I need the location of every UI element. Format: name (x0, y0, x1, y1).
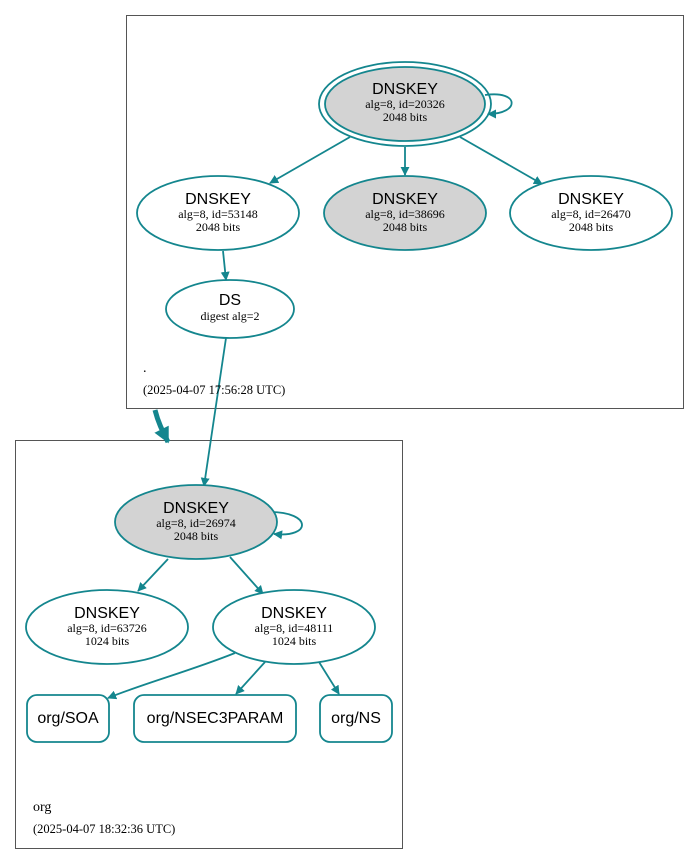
node-alg-id: alg=8, id=26974 (156, 516, 236, 530)
node-digest-alg: digest alg=2 (200, 309, 259, 323)
root-zone-name: . (143, 361, 147, 376)
edge-zsk-53148-to-ds (220, 250, 230, 281)
edge-root-ksk-to-zsk-26470 (459, 136, 543, 185)
edge-root-ksk-to-zsk-53148 (269, 136, 351, 184)
node-title: DNSKEY (558, 191, 624, 208)
org-ksk-self-sign-edge (269, 511, 303, 540)
node-alg-id: alg=8, id=26470 (551, 207, 631, 221)
edge-ds-to-org-ksk (200, 337, 227, 487)
node-title: DNSKEY (372, 81, 438, 98)
zone-delegation-edge (152, 409, 171, 444)
node-org-ksk-26974[interactable]: DNSKEY alg=8, id=26974 2048 bits (114, 484, 278, 560)
node-org-zsk-48111[interactable]: DNSKEY alg=8, id=48111 1024 bits (212, 589, 376, 665)
node-org-ds[interactable]: DS digest alg=2 (165, 279, 295, 339)
node-root-zsk-53148[interactable]: DNSKEY alg=8, id=53148 2048 bits (136, 175, 300, 251)
node-root-ksk-20326[interactable]: DNSKEY alg=8, id=20326 2048 bits (318, 61, 492, 147)
node-title: DNSKEY (372, 191, 438, 208)
org-zone-timestamp: (2025-04-07 18:32:36 UTC) (33, 822, 175, 836)
node-alg-id: alg=8, id=63726 (67, 621, 147, 635)
node-key-size: 2048 bits (383, 110, 428, 124)
org-zone-name: org (33, 800, 51, 815)
node-key-size: 1024 bits (272, 634, 317, 648)
node-org-ns[interactable]: org/NS (319, 694, 393, 743)
node-key-size: 2048 bits (196, 220, 241, 234)
edge-zsk-48111-to-nsec3param (235, 661, 266, 695)
node-title: DNSKEY (74, 605, 140, 622)
node-key-size: 2048 bits (569, 220, 614, 234)
node-org-nsec3param[interactable]: org/NSEC3PARAM (133, 694, 297, 743)
node-org-soa[interactable]: org/SOA (26, 694, 110, 743)
node-root-zsk-26470[interactable]: DNSKEY alg=8, id=26470 2048 bits (509, 175, 673, 251)
node-title: DNSKEY (185, 191, 251, 208)
edge-zsk-48111-to-ns (318, 661, 340, 695)
node-title: DNSKEY (261, 605, 327, 622)
node-alg-id: alg=8, id=38696 (365, 207, 445, 221)
node-title: org/NSEC3PARAM (147, 710, 284, 727)
root-zone-timestamp: (2025-04-07 17:56:28 UTC) (143, 383, 285, 397)
node-key-size: 1024 bits (85, 634, 130, 648)
node-alg-id: alg=8, id=20326 (365, 97, 445, 111)
node-title: DNSKEY (163, 500, 229, 517)
node-title: org/SOA (37, 710, 99, 727)
node-title: org/NS (331, 710, 381, 727)
edge-org-ksk-to-zsk-63726 (137, 558, 169, 592)
node-alg-id: alg=8, id=48111 (255, 621, 334, 635)
node-root-zsk-38696[interactable]: DNSKEY alg=8, id=38696 2048 bits (323, 175, 487, 251)
root-ksk-self-sign-edge (484, 93, 513, 119)
node-title: DS (219, 292, 241, 309)
node-org-zsk-63726[interactable]: DNSKEY alg=8, id=63726 1024 bits (25, 589, 189, 665)
node-key-size: 2048 bits (174, 529, 219, 543)
node-key-size: 2048 bits (383, 220, 428, 234)
edge-org-ksk-to-zsk-48111 (229, 556, 264, 595)
node-alg-id: alg=8, id=53148 (178, 207, 258, 221)
edge-zsk-48111-to-soa (107, 652, 236, 700)
